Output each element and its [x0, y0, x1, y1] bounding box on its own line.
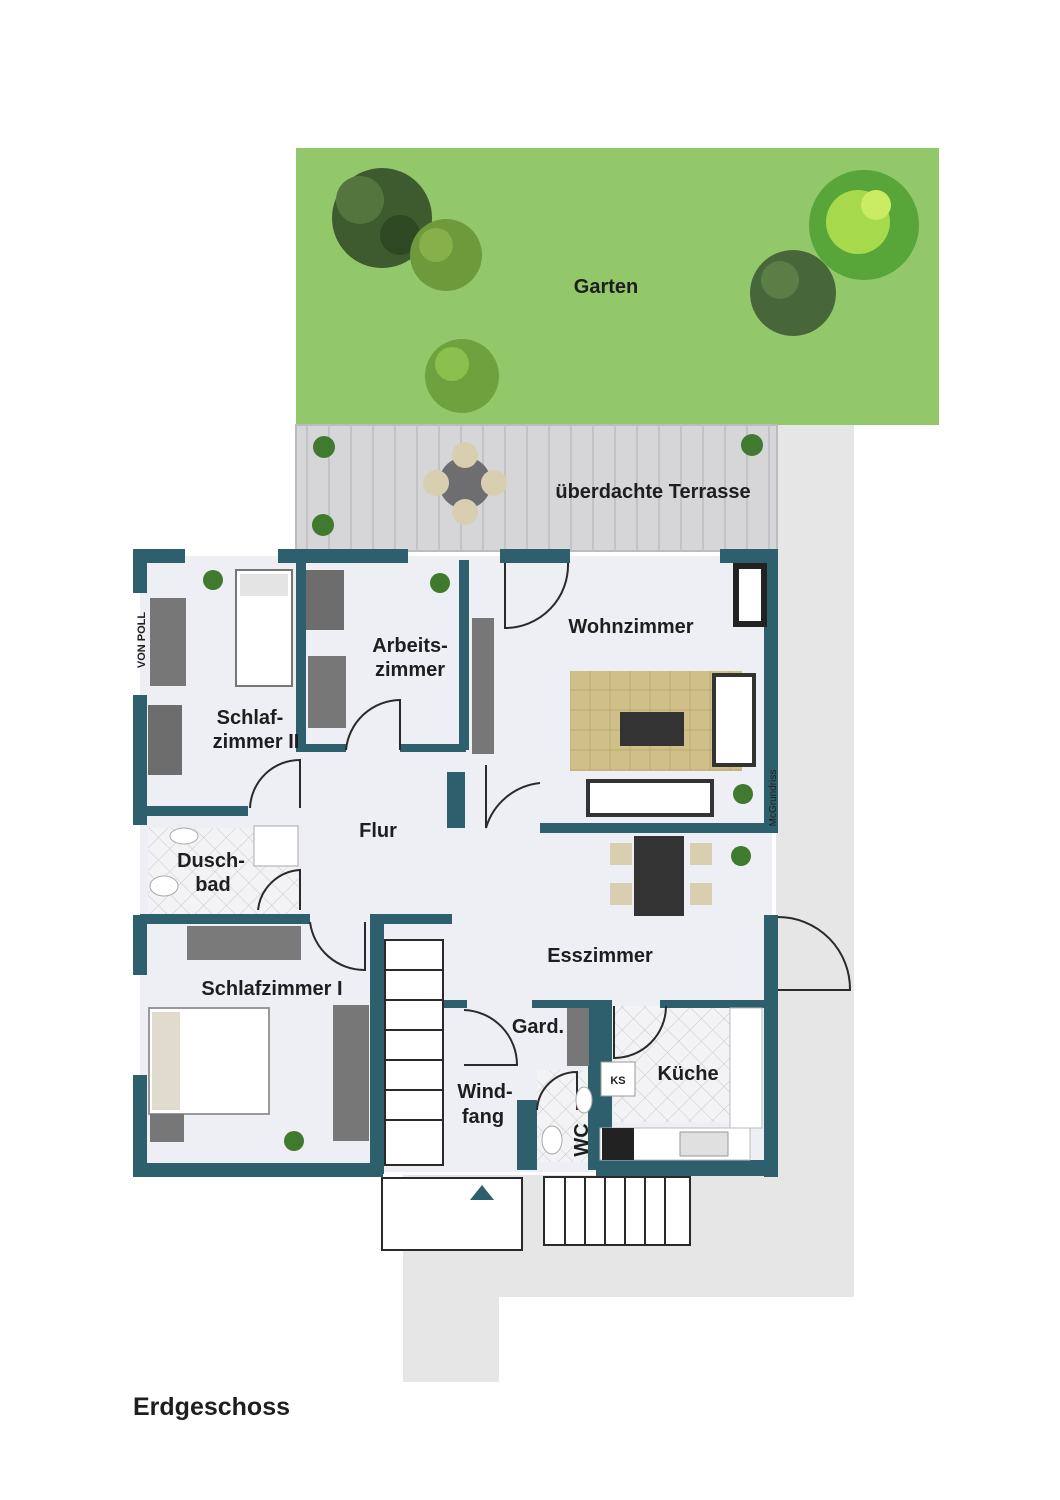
tree-icon [332, 168, 432, 268]
terrace-deck [295, 424, 778, 552]
room-label-garden: Garten [574, 276, 638, 298]
kitchen-counter [729, 1007, 763, 1129]
tree-icon [809, 170, 919, 280]
toilet-icon [149, 875, 179, 897]
wardrobe [333, 1005, 369, 1141]
tree-icon [425, 339, 499, 413]
room-label-bedroom-2b: zimmer II [213, 731, 300, 753]
fridge [600, 1061, 636, 1097]
wardrobe [567, 1008, 589, 1066]
sink-icon [679, 1131, 729, 1157]
desk [148, 705, 182, 775]
doors [249, 562, 852, 1111]
plant-icon [312, 434, 763, 536]
cabinet [308, 656, 346, 728]
room-label-vestibule: Wind- [457, 1081, 512, 1103]
sink-icon [169, 827, 199, 845]
desk [306, 570, 344, 630]
room-label-bedroom-1: Schlafzimmer I [201, 978, 342, 1000]
coffee-table [620, 712, 684, 746]
room-label-hall: Flur [359, 820, 397, 842]
floor-title: Erdgeschoss [133, 1393, 291, 1421]
entrance-arrow-icon [470, 1185, 494, 1200]
tree-icon [750, 250, 836, 336]
room-label-living: Wohnzimmer [568, 616, 693, 638]
room-label-wc: WC [571, 1123, 593, 1156]
garden-area [296, 148, 939, 425]
room-label-study: Arbeits- [372, 635, 448, 657]
furniture [148, 563, 767, 1161]
dining-table [634, 836, 684, 916]
room-label-terrace: überdachte Terrasse [555, 481, 750, 503]
room-label-study-2: zimmer [375, 659, 445, 681]
tree-icon [410, 219, 482, 291]
room-label-vestibule-2: fang [462, 1106, 504, 1128]
room-label-wardrobe: Gard. [512, 1016, 564, 1038]
room-label-shower: Dusch- [177, 850, 245, 872]
table-icon [423, 442, 507, 525]
room-labels: Garten überdachte Terrasse Wohnzimmer Ar… [136, 276, 779, 1157]
cooktop [602, 1128, 634, 1160]
fridge-label: KS [610, 1075, 625, 1087]
fireplace [733, 563, 767, 627]
cabinet [150, 1114, 184, 1142]
tv-unit [472, 618, 494, 754]
room-label-shower-2: bad [195, 874, 231, 896]
wardrobe [187, 926, 301, 960]
sink-icon [575, 1086, 593, 1114]
staircase [381, 939, 691, 1251]
toilet-icon [541, 1125, 563, 1155]
cabinet [150, 598, 186, 686]
sofa [712, 673, 756, 767]
room-label-bedroom-2: Schlaf- [217, 707, 284, 729]
shower-tray [253, 825, 299, 867]
room-label-dining: Esszimmer [547, 945, 653, 967]
room-label-kitchen: Küche [657, 1063, 718, 1085]
logo-text: VON POLL [136, 612, 148, 669]
sofa [586, 779, 714, 817]
plant-icon [203, 570, 753, 1151]
credit-text: McGrundriss [768, 770, 779, 827]
